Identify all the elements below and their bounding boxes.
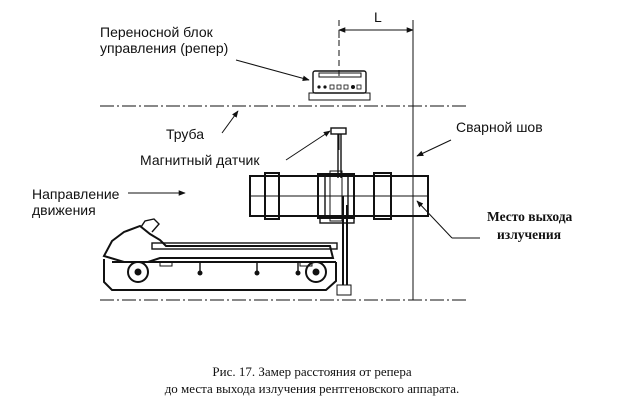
direction-label-line2: движения [32,202,96,218]
control-unit-label-line1: Переносной блок [100,24,214,40]
distance-label: L [374,9,382,25]
leader-lines [128,59,480,239]
control-unit-label-line2: управления (репер) [100,40,228,56]
pipe-label: Труба [166,126,204,142]
pipe-outline-lines [100,105,466,301]
control-unit [308,70,371,101]
direction-label-line1: Направление [32,186,120,202]
magnetic-sensor-label: Магнитный датчик [140,152,260,168]
crawler-vehicle [102,218,338,291]
exit-point-label-line1: Место выхода [487,209,573,224]
caption-line2: до места выхода излучения рентгеновского… [165,381,460,396]
weld-seam-label: Сварной шов [456,119,543,135]
caption-line1: Рис. 17. Замер расстояния от репера [212,364,411,379]
pipe [249,170,429,224]
dimension-l: L [338,9,414,33]
reference-lines [338,20,414,300]
exit-point-label-line2: излучения [497,227,561,242]
